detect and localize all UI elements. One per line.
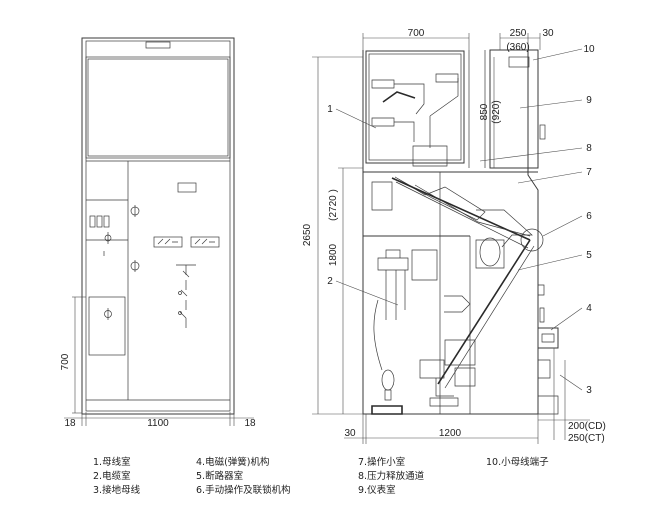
front-fuse-3 (103, 215, 110, 228)
front-cabinet-outline (81, 37, 235, 415)
callout-3: 3 (586, 385, 592, 396)
front-indicator-window (177, 182, 197, 193)
dim-side-30: 30 (542, 28, 554, 39)
callout-1: 1 (327, 104, 333, 115)
dim-side-700: 700 (408, 28, 425, 39)
front-view: 700 1100 18 18 (60, 37, 256, 429)
dim-side-30-bottom: 30 (344, 428, 356, 439)
dim-side-920: (920) (491, 100, 502, 123)
dim-side-1200: 1200 (439, 428, 462, 439)
dim-side-2650: 2650 (302, 223, 313, 246)
legend-item-6: 6.手动操作及联锁机构 (196, 484, 291, 496)
busbar-compartment (365, 50, 465, 164)
legend-item-2: 2.电缆室 (93, 470, 131, 482)
instrument-compartment (489, 49, 539, 169)
legend: 1.母线室 2.电缆室 3.接地母线 4.电磁(弹簧)机构 5.断路器室 6.手… (93, 456, 549, 496)
legend-item-1: 1.母线室 (93, 456, 131, 468)
small-busbar-terminal (508, 56, 530, 68)
front-lower-door (88, 296, 126, 356)
callout-6: 6 (586, 211, 592, 222)
dim-front-18-left: 18 (64, 418, 76, 429)
dim-front-18-right: 18 (244, 418, 256, 429)
dim-front-1100: 1100 (147, 418, 169, 429)
callout-4: 4 (586, 303, 592, 314)
dim-side-200cd: 200(CD) (568, 421, 606, 432)
front-fuse-2 (96, 215, 103, 228)
nameplate (145, 41, 171, 49)
callout-2: 2 (327, 276, 333, 287)
side-view: 700 250 30 (360) 2650 1800 (2720 ) 850 (… (302, 28, 606, 444)
front-fuse-1 (89, 215, 96, 228)
front-indicator-box-2 (190, 236, 220, 248)
spring-mechanism (537, 327, 559, 349)
operating-compartment-parts (371, 176, 486, 221)
dim-side-2720: (2720 ) (328, 189, 339, 221)
dim-side-1800: 1800 (328, 243, 339, 266)
dim-side-250ct: 250(CT) (568, 433, 605, 444)
operating-rod-2 (437, 239, 531, 385)
dim-side-850: 850 (479, 103, 490, 120)
legend-item-5: 5.断路器室 (196, 470, 243, 482)
breaker-lower-parts (419, 339, 476, 387)
legend-item-4: 4.电磁(弹簧)机构 (196, 456, 269, 468)
side-cabinet-outline (362, 50, 539, 415)
legend-item-10: 10.小母线端子 (486, 456, 549, 468)
callout-5: 5 (586, 250, 592, 261)
legend-item-8: 8.压力释放通道 (358, 470, 425, 482)
cable-insulator (381, 369, 395, 391)
front-mimic-diagram (176, 264, 196, 328)
legend-item-7: 7.操作小室 (358, 456, 405, 468)
callout-8: 8 (586, 143, 592, 154)
grounding-busbar-base (371, 405, 403, 415)
callout-9: 9 (586, 95, 592, 106)
front-indicator-box-1 (153, 236, 183, 248)
legend-item-3: 3.接地母线 (93, 484, 141, 496)
dim-side-250: 250 (510, 28, 527, 39)
callout-10: 10 (583, 44, 595, 55)
dim-front-700: 700 (60, 353, 71, 370)
front-upper-panel (85, 56, 231, 159)
callout-7: 7 (586, 167, 592, 178)
dim-side-360: (360) (506, 42, 529, 53)
legend-item-9: 9.仪表室 (358, 484, 396, 496)
front-inner-outline (85, 40, 231, 412)
breaker-top (377, 249, 409, 271)
manual-interlock-mechanism (520, 228, 544, 252)
front-upper-panel-inner (87, 58, 229, 157)
